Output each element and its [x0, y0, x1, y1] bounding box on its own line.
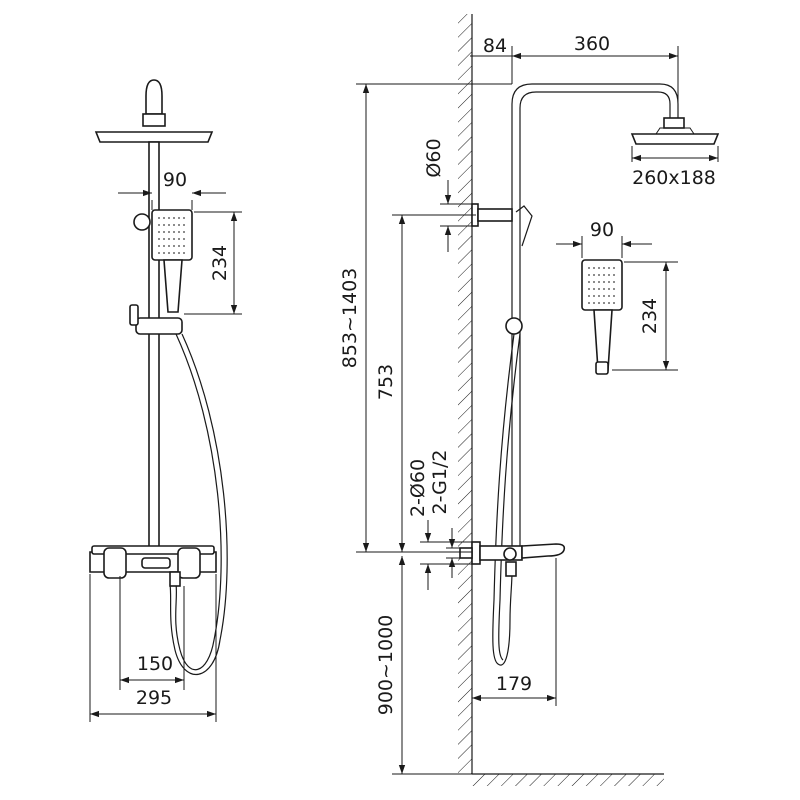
dim-total-height: 853~1403	[339, 83, 512, 553]
dim-hand-width-right: 90	[556, 219, 652, 258]
dim-install-height-label: 900~1000	[375, 615, 397, 716]
dim-wall-offset-label: 84	[483, 35, 507, 57]
front-top-connector	[133, 213, 151, 231]
dim-arm-reach-label: 360	[574, 33, 610, 55]
dim-hand-height-right-label: 234	[639, 298, 661, 334]
front-hose-outlet	[169, 571, 181, 587]
front-hand-shower-handle	[163, 259, 183, 313]
wall-hatch	[458, 14, 472, 774]
dim-head-size: 260x188	[631, 146, 719, 189]
front-shower-head-neck	[145, 79, 163, 115]
dim-wall-offset: 84	[470, 35, 513, 84]
front-shower-head	[94, 131, 214, 143]
side-riser-arm	[511, 83, 679, 546]
dim-inlet-centres-label: 150	[137, 653, 173, 675]
front-riser-pipe	[148, 141, 160, 551]
dim-hand-height-right: 234	[612, 261, 678, 371]
dim-install-height: 900~1000	[375, 556, 472, 775]
dim-wall-pipe-dia-label: Ø60	[423, 138, 445, 177]
side-mixer-outlet	[505, 561, 517, 577]
front-mixer-right-handle	[177, 547, 201, 579]
dim-arm-reach: 360	[512, 33, 679, 104]
dim-inlet-dia-label: 2-Ø60	[407, 459, 429, 517]
dim-mixer-width: 295	[89, 574, 217, 722]
side-hose	[492, 333, 515, 666]
dim-head-size-label: 260x188	[632, 167, 716, 189]
side-handle-knob	[503, 547, 517, 561]
dim-hand-width-left: 90	[118, 169, 226, 210]
side-view: 84 360 260x188 Ø60	[339, 14, 720, 786]
dim-inlet-centres: 150	[119, 576, 185, 690]
front-slide-holder	[135, 317, 183, 335]
dim-rail-height-label: 753	[375, 364, 397, 400]
dim-inlet-thread: 2-G1/2	[429, 450, 462, 578]
dim-total-height-label: 853~1403	[339, 268, 361, 369]
side-shower-head	[630, 133, 720, 145]
side-top-bracket-hook	[515, 205, 533, 247]
front-shower-head-collar	[142, 113, 166, 127]
front-view: 90 234 150 295	[89, 79, 242, 722]
dim-hand-width-right-label: 90	[590, 219, 614, 241]
dim-spout-depth-label: 179	[496, 673, 532, 695]
front-slide-knob	[129, 304, 139, 326]
front-mixer-left-handle	[103, 547, 127, 579]
side-top-bracket-arm	[477, 208, 513, 222]
dim-hand-width-left-label: 90	[163, 169, 187, 191]
floor-hatch	[472, 774, 664, 786]
side-head-collar	[663, 117, 685, 129]
dim-inlet-thread-label: 2-G1/2	[429, 450, 451, 515]
side-spout	[521, 543, 566, 559]
dim-hand-height-left: 234	[184, 211, 242, 315]
front-spout	[141, 557, 171, 569]
side-slide-knob	[505, 317, 523, 335]
dim-rail-height: 753	[375, 214, 476, 552]
dim-wall-pipe-dia: Ø60	[423, 138, 478, 252]
side-hand-shower-handle	[593, 309, 613, 371]
front-hose	[175, 333, 222, 671]
dim-spout-depth: 179	[472, 558, 557, 706]
side-mixer-flange	[471, 541, 481, 565]
dim-mixer-width-label: 295	[136, 687, 172, 709]
dim-hand-height-left-label: 234	[209, 245, 231, 281]
dim-inlet-dia: 2-Ø60	[407, 459, 472, 590]
side-inlet-pipe	[459, 547, 473, 559]
